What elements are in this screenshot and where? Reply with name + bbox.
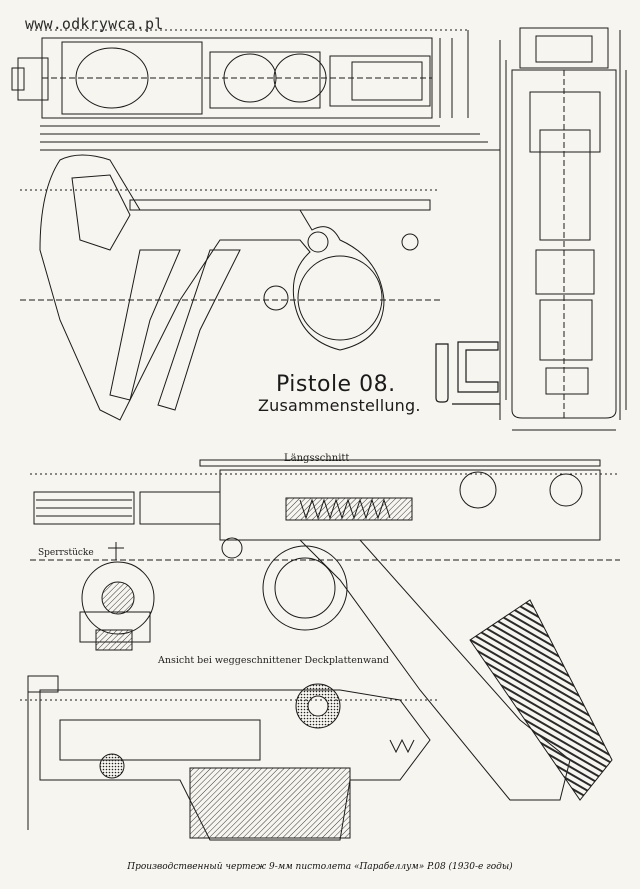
- longitudinal-section: [30, 459, 620, 801]
- label-sperrstuecke: Sperrstücke: [38, 548, 94, 558]
- figure-caption: Производственный чертеж 9-мм пистолета «…: [127, 862, 513, 872]
- top-right-end-view: [499, 27, 627, 431]
- sperrstuecke-detail: [79, 542, 155, 651]
- cutaway-view: [20, 675, 440, 841]
- drawing-title: Pistole 08.: [276, 372, 396, 397]
- label-ansicht: Ansicht bei weggeschnittener Deckplatten…: [158, 655, 389, 666]
- label-longitudinal-section: Längsschnitt: [284, 453, 350, 464]
- drawing-subtitle: Zusammenstellung.: [258, 396, 421, 415]
- bracket-detail: [435, 341, 500, 405]
- watermark-text: www.odkrywca.pl: [25, 15, 164, 33]
- top-plan-view: [11, 29, 500, 151]
- frame-side-view: [20, 154, 440, 421]
